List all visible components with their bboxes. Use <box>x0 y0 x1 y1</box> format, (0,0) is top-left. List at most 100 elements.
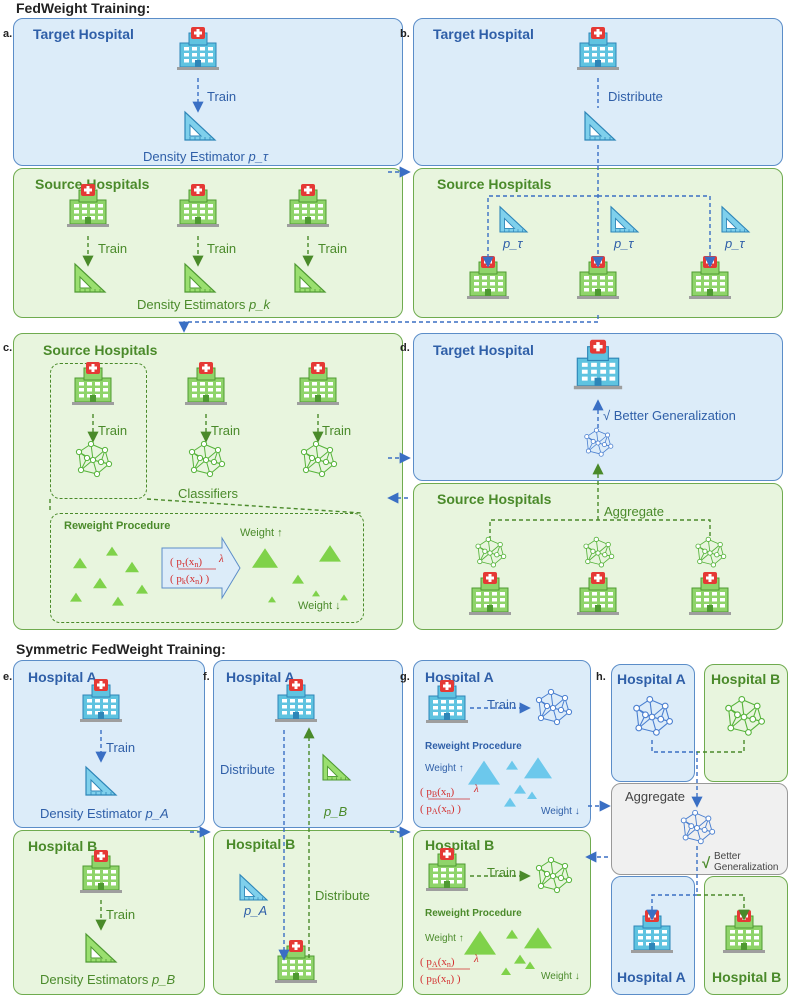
panel-c-weight-up: Weight ↑ <box>240 527 283 539</box>
hospital-icon-g-a <box>426 680 468 723</box>
triangle-g-b-6 <box>525 961 535 969</box>
hospital-icon-e-a <box>80 679 122 722</box>
panel-label-b: b. <box>400 28 410 40</box>
panel-e-a-title: Hospital A <box>28 669 97 685</box>
arrow-h-a-to-agg <box>651 740 703 808</box>
arrow-b-to-left <box>482 195 598 268</box>
panel-label-c: c. <box>3 342 13 354</box>
section-title-symmetric: Symmetric FedWeight Training: <box>16 641 226 657</box>
panel-h-bottom-b-title: Hospital B <box>712 969 782 985</box>
panel-b-p-label-2: p_τ <box>614 236 634 251</box>
triangle-g-b-2 <box>524 927 552 949</box>
panel-h-aggregate-label: Aggregate <box>625 789 685 804</box>
panel-d-source-title: Source Hospitals <box>437 491 552 507</box>
svg-text:( pk(xn) ): ( pk(xn) ) <box>170 573 210 586</box>
arrow-h-to-bottom-a <box>646 846 698 921</box>
panel-c-reweight-box <box>50 513 364 623</box>
triangle-g-a-4 <box>514 784 526 794</box>
panel-c-train-2: Train <box>211 423 241 438</box>
ruler-icon-a-target <box>184 110 217 141</box>
panel-g-reweight-b: Reweight Procedure <box>425 908 522 919</box>
triangle-g-a-2 <box>524 757 552 779</box>
panel-c-train-3: Train <box>322 423 352 438</box>
panel-d-better-label: √ Better Generalization <box>603 408 736 423</box>
svg-text:λ: λ <box>473 953 479 965</box>
panel-a-train-2: Train <box>207 241 237 256</box>
hospital-icon-c-2 <box>185 362 227 405</box>
panel-c-weight-down: Weight ↓ <box>298 600 341 612</box>
svg-text:( pA(xn) ): ( pA(xn) ) <box>420 803 461 816</box>
triangle-c-left-6 <box>112 596 124 606</box>
triangle-c-right-3 <box>292 574 304 584</box>
panel-g-formula-b: ( pA(xn) ( pB(xn) ) λ <box>420 953 479 986</box>
triangle-c-right-2 <box>319 545 341 562</box>
panel-e-density-b: Density Estimators p_B <box>40 972 176 987</box>
section-title-fedweight: FedWeight Training: <box>16 0 151 16</box>
panel-g-weight-up-b: Weight ↑ <box>425 933 464 944</box>
triangle-c-left-4 <box>93 577 107 589</box>
panel-a-target-title: Target Hospital <box>33 26 134 42</box>
arrow-b-to-right <box>598 195 716 268</box>
svg-text:( pB(xn): ( pB(xn) <box>420 786 454 799</box>
panel-g-formula-a: ( pB(xn) ( pA(xn) ) λ <box>420 783 479 816</box>
panel-h-hospital-a <box>611 664 695 782</box>
network-icon-g-a <box>535 688 573 726</box>
line-c-zoom-right <box>146 498 363 514</box>
triangle-g-b-5 <box>501 967 511 975</box>
svg-text:( pB(xn) ): ( pB(xn) ) <box>420 973 461 986</box>
panel-h-bottom-a-title: Hospital A <box>617 969 686 985</box>
line-d-aggregate <box>489 519 711 540</box>
network-icon-c-1 <box>75 440 113 478</box>
network-icon-h-a <box>633 695 674 736</box>
ruler-icon-a-source-2 <box>184 262 217 293</box>
svg-text:λ: λ <box>473 783 479 795</box>
panel-h-b-title: Hospital B <box>711 671 781 687</box>
svg-text:λ: λ <box>218 553 224 565</box>
panel-f-pa-label: p_A <box>244 903 268 918</box>
network-icon-c-3 <box>300 440 338 478</box>
panel-g-reweight-a: Reweight Procedure <box>425 741 522 752</box>
hospital-icon-b-source-3 <box>689 256 731 299</box>
panel-b-source-title: Source Hospitals <box>437 176 552 192</box>
triangle-g-b-1 <box>464 930 496 955</box>
panel-f-distribute-a: Distribute <box>220 762 275 777</box>
triangle-c-left-3 <box>125 561 139 573</box>
panel-a-train-label: Train <box>207 89 237 104</box>
panel-f-hospital-a <box>213 660 403 828</box>
hospital-icon-a-source-3 <box>287 184 329 227</box>
panel-g-hospital-a <box>413 660 591 828</box>
panel-h-better-label: Better Generalization <box>714 851 779 873</box>
panel-label-e: e. <box>3 671 13 683</box>
triangle-c-left-7 <box>70 592 82 602</box>
ruler-icon-b-source-1 <box>499 205 529 233</box>
panel-e-density-a: Density Estimator p_A <box>40 806 169 821</box>
ruler-icon-f-a <box>239 873 269 901</box>
triangle-c-right-6 <box>340 594 348 601</box>
svg-text:( pτ(xn): ( pτ(xn) <box>170 556 202 569</box>
triangle-c-left-1 <box>73 557 87 569</box>
panel-a-train-3: Train <box>318 241 348 256</box>
ruler-icon-b-target <box>584 110 617 141</box>
panel-h-check-icon: √ <box>702 855 711 872</box>
svg-text:( pA(xn): ( pA(xn) <box>420 956 455 969</box>
panel-e-train-a: Train <box>106 740 136 755</box>
network-icon-d-aggregated <box>584 427 614 457</box>
panel-c-reweight-title: Reweight Procedure <box>64 520 171 532</box>
panel-g-weight-up-a: Weight ↑ <box>425 763 464 774</box>
hospital-icon-a-source-1 <box>67 184 109 227</box>
arrow-h-to-bottom-b <box>697 894 750 921</box>
hospital-icon-f-a <box>275 679 317 722</box>
ruler-icon-f-b <box>322 753 352 781</box>
panel-label-h: h. <box>596 671 606 683</box>
panel-f-a-title: Hospital A <box>226 669 295 685</box>
network-icon-h-aggregated <box>680 809 716 845</box>
hospital-icon-c-1 <box>72 362 114 405</box>
panel-g-weight-down-a: Weight ↓ <box>541 806 580 817</box>
ruler-icon-e-a <box>85 765 118 796</box>
triangle-c-left-2 <box>106 546 118 556</box>
triangle-g-a-6 <box>527 791 537 799</box>
panel-b-p-label-1: p_τ <box>503 236 523 251</box>
triangle-g-a-5 <box>504 797 516 807</box>
hospital-icon-a-target <box>177 27 219 70</box>
